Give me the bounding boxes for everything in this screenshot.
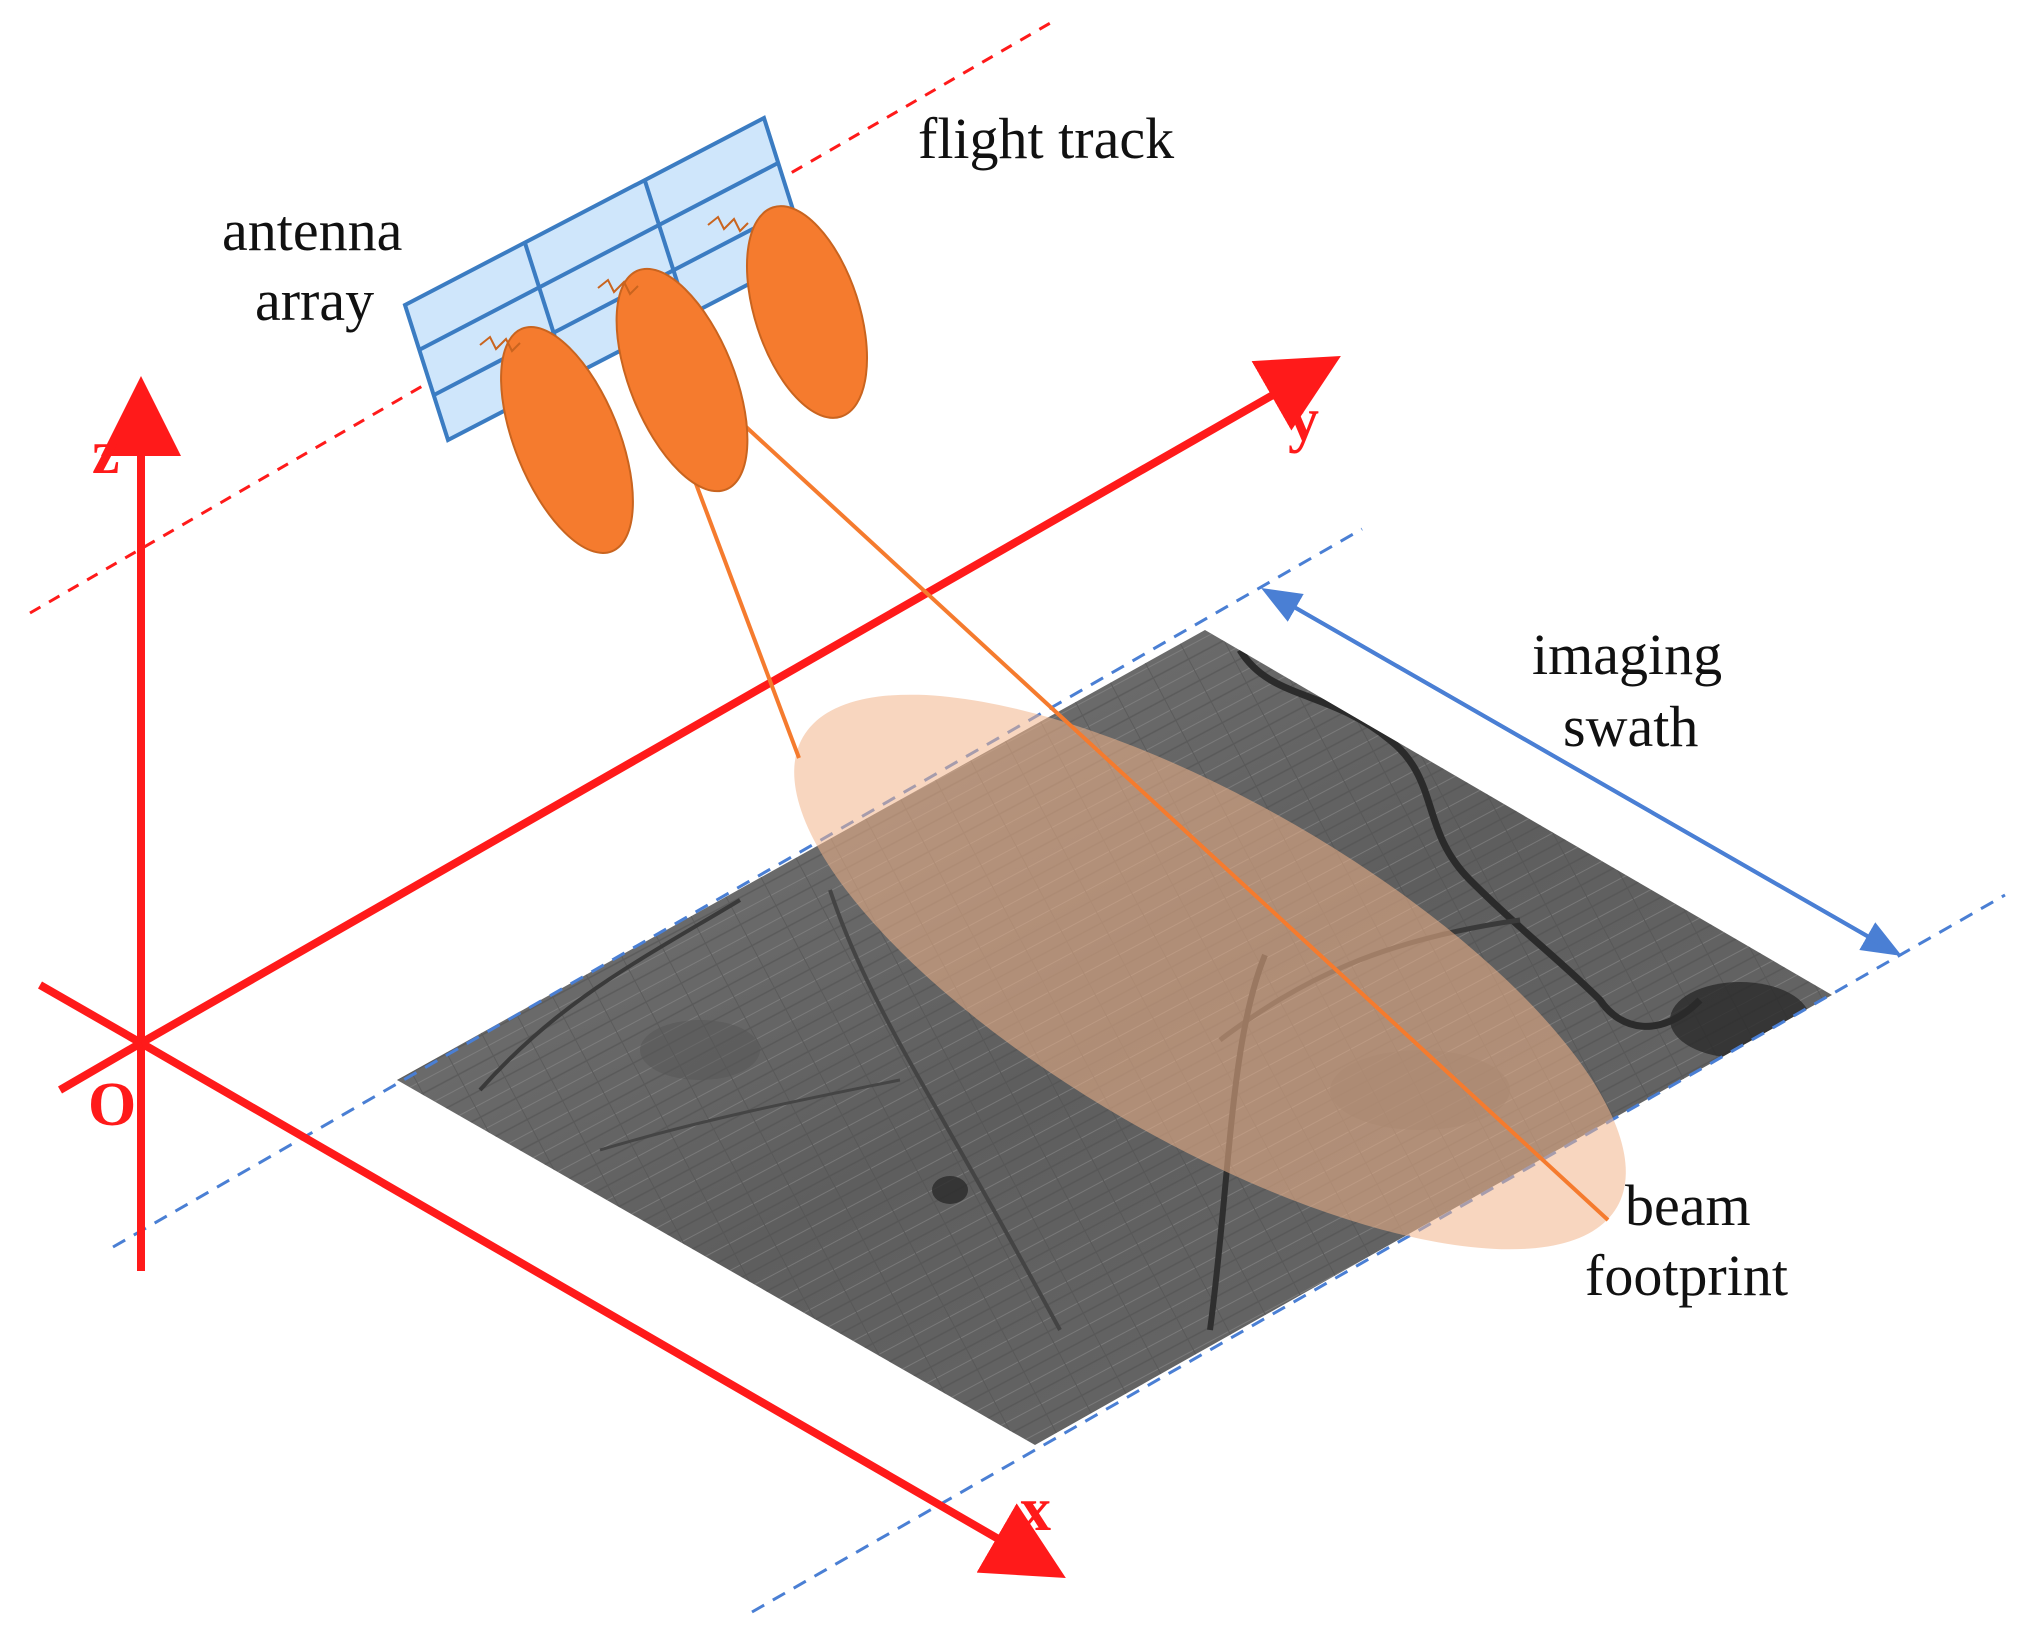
swath-boundary-lines (112, 527, 2006, 1614)
flight-track-label: flight track (918, 106, 1174, 171)
beam-lobes (479, 205, 869, 554)
origin-label: O (88, 1071, 136, 1139)
x-axis-label: x (1020, 1476, 1051, 1544)
beam-footprint-ellipse (794, 694, 1626, 1250)
y-axis (139, 356, 1341, 1047)
coordinate-axes (38, 356, 1341, 1579)
y-axis-label: y (1288, 386, 1319, 454)
imaging-swath-label-line2: swath (1563, 694, 1698, 759)
x-axis-negative (38, 981, 143, 1047)
beam-footprint-label-line2: footprint (1585, 1243, 1788, 1308)
x-axis (138, 1039, 1066, 1579)
z-axis-label: z (92, 419, 120, 487)
beam-lobe-3 (707, 205, 869, 419)
antenna-label-line1: antenna (222, 198, 402, 263)
y-axis-negative (57, 1039, 144, 1094)
beam-lobe-1 (479, 326, 634, 554)
antenna-label-line2: array (255, 268, 374, 333)
imaging-swath-arrow (1261, 588, 1902, 956)
beam-footprint-label-line1: beam (1625, 1173, 1751, 1238)
imaging-swath-label-line1: imaging (1532, 622, 1722, 687)
beam-lobe-2 (597, 267, 749, 493)
